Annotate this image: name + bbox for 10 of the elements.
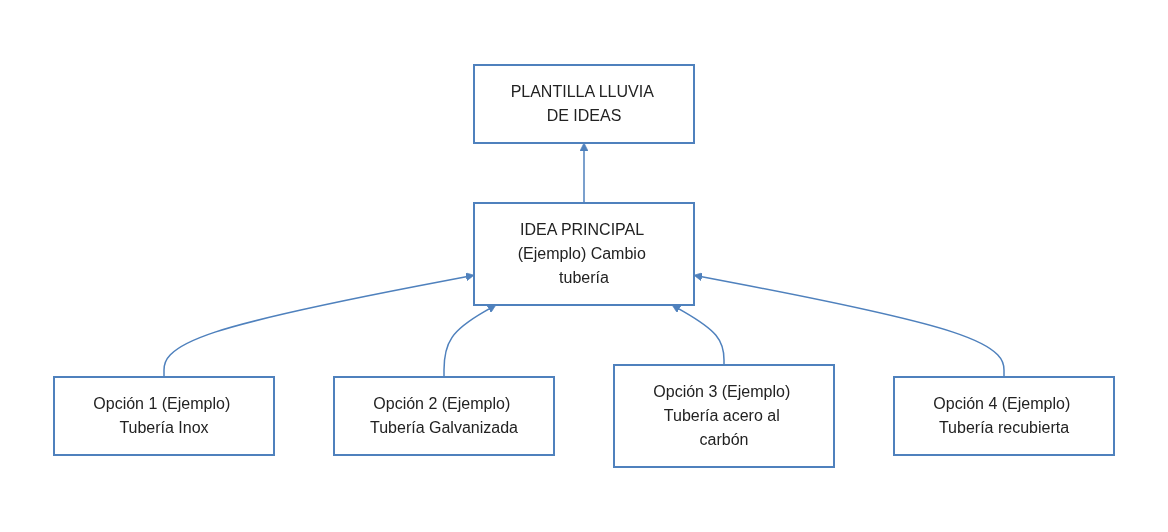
node-box: IDEA PRINCIPAL (Ejemplo) Cambio tubería bbox=[473, 202, 695, 306]
node-box: Opción 4 (Ejemplo) Tubería recubierta bbox=[893, 376, 1115, 456]
node-box: Opción 1 (Ejemplo) Tubería Inox bbox=[53, 376, 275, 456]
arrow bbox=[443, 304, 497, 378]
node-box: Opción 2 (Ejemplo) Tubería Galvanizada bbox=[333, 376, 555, 456]
node-box: Opción 3 (Ejemplo) Tubería acero al carbón bbox=[613, 364, 835, 468]
node-box: PLANTILLA LLUVIA DE IDEAS bbox=[473, 64, 695, 144]
arrow bbox=[579, 142, 589, 204]
arrow bbox=[163, 272, 475, 378]
arrow bbox=[671, 304, 725, 366]
